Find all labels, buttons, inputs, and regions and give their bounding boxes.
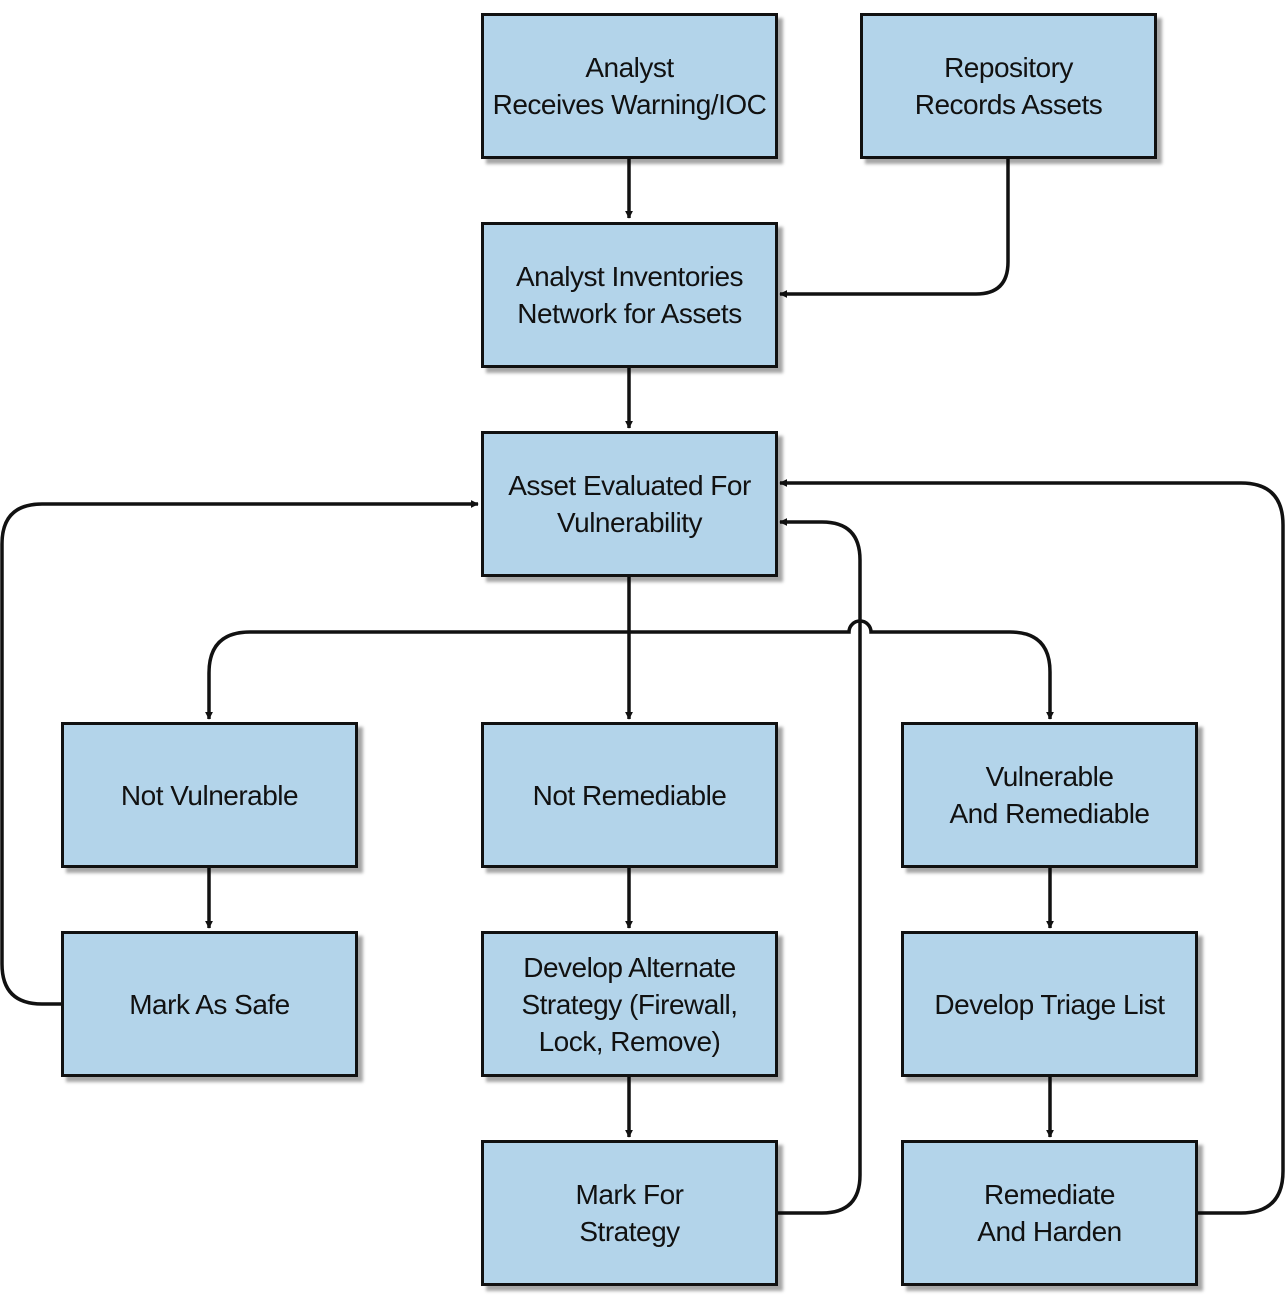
vulnerable-and-remediable-box: Vulnerable And Remediable xyxy=(901,722,1198,868)
mark-as-safe-box: Mark As Safe xyxy=(61,931,358,1077)
develop-triage-list-box: Develop Triage List xyxy=(901,931,1198,1077)
analyst-inventories-network-box: Analyst Inventories Network for Assets xyxy=(481,222,778,368)
remediate-and-harden-box: Remediate And Harden xyxy=(901,1140,1198,1286)
develop-alternate-strategy-box: Develop Alternate Strategy (Firewall, Lo… xyxy=(481,931,778,1077)
arrow-repository-to-inventories xyxy=(779,158,1010,298)
asset-evaluated-box: Asset Evaluated For Vulnerability xyxy=(481,431,778,577)
repository-records-assets-box: Repository Records Assets xyxy=(860,13,1157,159)
not-vulnerable-box: Not Vulnerable xyxy=(61,722,358,868)
analyst-receives-warning-box: Analyst Receives Warning/IOC xyxy=(481,13,778,159)
arrow-mark-safe-to-evaluated xyxy=(0,500,479,1006)
mark-for-strategy-box: Mark For Strategy xyxy=(481,1140,778,1286)
arrow-branch-to-vulnerable-remediable xyxy=(629,619,1054,720)
arrow-branch-to-not-vulnerable xyxy=(205,630,629,720)
arrow-remediate-to-evaluated xyxy=(779,479,1285,1215)
arrow-mark-strategy-to-evaluated xyxy=(777,518,862,1215)
not-remediable-box: Not Remediable xyxy=(481,722,778,868)
